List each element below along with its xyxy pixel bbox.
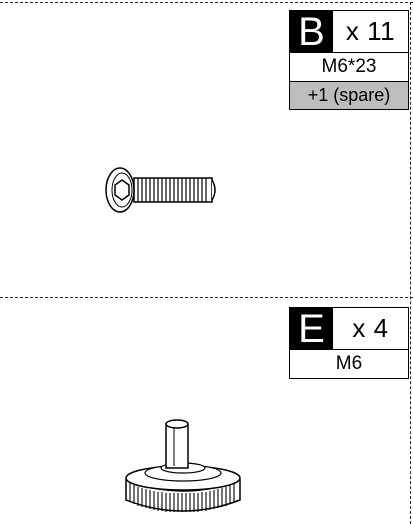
part-e-letter: E: [290, 308, 333, 351]
leveling-foot-icon: [125, 419, 241, 512]
part-b-quantity: x 11: [345, 16, 396, 46]
button-head-hex-socket-screw-icon: [105, 167, 216, 213]
section-divider: [0, 297, 413, 298]
part-b-header: B x 11: [289, 10, 409, 54]
top-divider: [0, 2, 413, 3]
part-b-letter: B: [290, 11, 333, 54]
part-e-spec: M6: [289, 350, 409, 379]
right-divider: [410, 2, 411, 524]
part-b-spec: M6*23: [289, 53, 409, 82]
part-e-quantity: x 4: [352, 313, 389, 343]
part-e-header: E x 4: [289, 307, 409, 351]
part-e-label: E x 4 M6: [289, 307, 409, 379]
part-b-label: B x 11 M6*23 +1 (spare): [289, 10, 409, 110]
part-b-spare: +1 (spare): [289, 82, 409, 110]
